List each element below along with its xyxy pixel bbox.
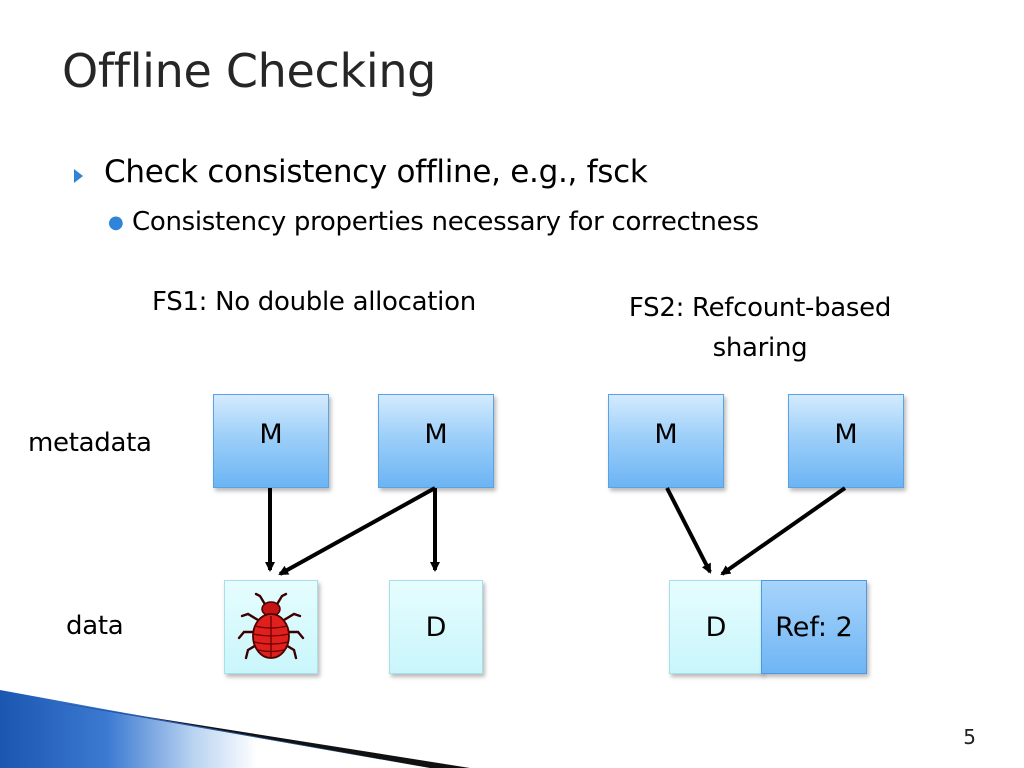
page-number: 5 xyxy=(963,725,976,749)
arrow-fs2-m2-to-data xyxy=(722,488,845,574)
arrow-fs1-m2-to-bug xyxy=(280,488,435,574)
arrow-fs2-m1-to-data xyxy=(667,488,710,572)
